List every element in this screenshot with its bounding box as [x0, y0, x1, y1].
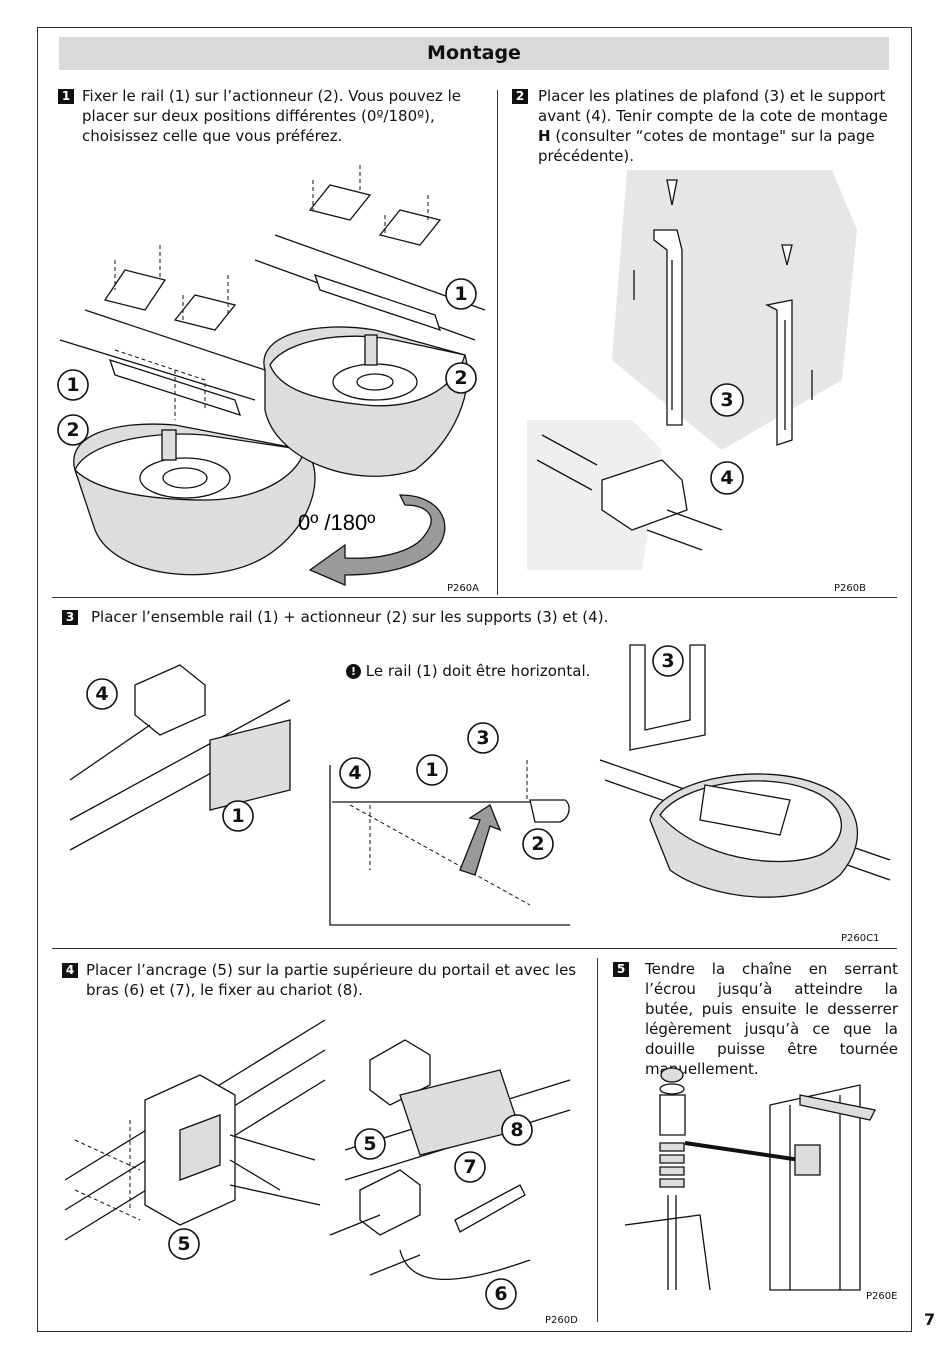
figure-code-p260a: P260A [447, 583, 479, 594]
callout-anchor-left: 5 [168, 1228, 200, 1260]
figure-code-p260e: P260E [866, 1291, 898, 1302]
callout-fig3-bracket: 4 [86, 678, 118, 710]
callout-arm-6: 6 [485, 1278, 517, 1310]
callout-fig3-mid-bracket: 4 [339, 757, 371, 789]
svg-text:5: 5 [363, 1133, 376, 1155]
svg-text:8: 8 [510, 1119, 523, 1141]
step-4-number: 4 [62, 963, 78, 978]
callout-ceiling-bracket: 3 [710, 383, 744, 417]
step-1-number: 1 [58, 89, 74, 104]
column-divider-top [497, 90, 498, 595]
figure-3-illustration: 4 1 4 1 3 2 3 [69, 644, 891, 926]
step-3-number: 3 [62, 610, 78, 625]
page-title: Montage [59, 37, 889, 70]
svg-text:2: 2 [66, 419, 79, 441]
section-divider-2 [52, 948, 897, 949]
step-5-number: 5 [613, 962, 629, 977]
callout-operator-left: 2 [57, 414, 89, 446]
svg-text:3: 3 [720, 389, 733, 411]
svg-text:4: 4 [720, 467, 733, 489]
svg-text:6: 6 [494, 1283, 507, 1305]
svg-text:3: 3 [661, 650, 674, 672]
svg-text:2: 2 [454, 367, 467, 389]
callout-operator-right: 2 [445, 362, 477, 394]
figure-2-illustration: 3 4 [527, 170, 857, 570]
section-divider-1 [52, 597, 897, 598]
svg-text:1: 1 [231, 805, 244, 827]
step-3-note: ! Le rail (1) doit être horizontal. [346, 661, 606, 681]
figure-4-illustration: 5 5 8 7 6 [64, 1019, 571, 1310]
svg-text:1: 1 [454, 283, 467, 305]
svg-text:1: 1 [425, 759, 438, 781]
svg-text:3: 3 [476, 727, 489, 749]
figure-code-p260c1: P260C1 [841, 933, 880, 944]
callout-fig3-mid-ceiling: 3 [467, 722, 499, 754]
svg-text:4: 4 [95, 683, 108, 705]
page-number: 7 [924, 1310, 936, 1329]
step-3-note-text: Le rail (1) doit être horizontal. [365, 662, 591, 680]
svg-text:7: 7 [463, 1156, 476, 1178]
step-5-text: Tendre la chaîne en serrant l’écrou jusq… [645, 960, 898, 1078]
figure-code-p260d: P260D [545, 1315, 578, 1326]
step-1-text: Fixer le rail (1) sur l’actionneur (2). … [82, 87, 461, 145]
svg-text:4: 4 [348, 762, 361, 784]
figure-5-illustration [624, 1067, 876, 1291]
callout-fig3-mid-rail: 1 [416, 754, 448, 786]
callout-rail-right: 1 [445, 278, 477, 310]
warning-icon: ! [346, 664, 361, 679]
callout-fig3-right-ceiling: 3 [652, 645, 684, 677]
step-2-number: 2 [512, 89, 528, 104]
callout-fig3-rail: 1 [222, 800, 254, 832]
svg-text:5: 5 [177, 1233, 190, 1255]
callout-anchor-right: 5 [354, 1128, 386, 1160]
step-2-text: Placer les platines de plafond (3) et le… [538, 87, 888, 165]
svg-text:2: 2 [531, 833, 544, 855]
step-3-text: Placer l’ensemble rail (1) + actionneur … [91, 608, 609, 626]
angle-label: 0º /180º [298, 510, 375, 535]
step-4-text: Placer l’ancrage (5) sur la partie supér… [86, 961, 577, 999]
figure-code-p260b: P260B [834, 583, 866, 594]
callout-rail-left: 1 [57, 369, 89, 401]
svg-text:1: 1 [66, 374, 79, 396]
callout-front-bracket: 4 [710, 461, 744, 495]
callout-fig3-mid-operator: 2 [522, 828, 554, 860]
page-frame [37, 27, 912, 1332]
figure-1-illustration: 0º /180º 1 2 1 2 [57, 165, 486, 586]
column-divider-bottom [597, 958, 598, 1322]
callout-arm-7: 7 [454, 1151, 486, 1183]
callout-carriage: 8 [501, 1114, 533, 1146]
